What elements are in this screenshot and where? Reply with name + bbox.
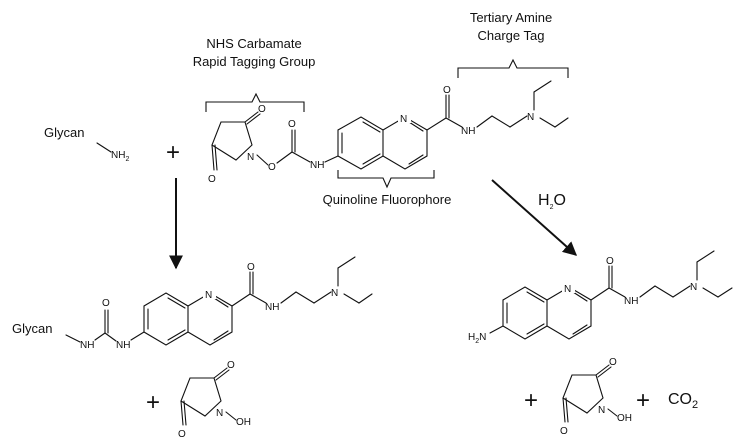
fluorophore-bracket: [337, 170, 435, 189]
svg-text:O: O: [102, 298, 110, 309]
water-label: H2O: [538, 192, 566, 211]
svg-text:NH: NH: [265, 302, 279, 313]
svg-text:N: N: [247, 152, 254, 163]
svg-text:NH: NH: [461, 126, 475, 137]
svg-text:Glycan: Glycan: [12, 321, 52, 336]
svg-text:OH: OH: [236, 417, 251, 428]
svg-text:O: O: [178, 429, 186, 439]
co2-label: CO2: [668, 391, 698, 411]
nhs-byproduct-right: O O N OH: [560, 357, 632, 437]
amine-label: NH2: [111, 150, 129, 163]
svg-text:N: N: [598, 405, 605, 416]
glycan-text: Glycan: [44, 125, 84, 140]
plus-sign-1: +: [166, 139, 180, 166]
svg-text:O: O: [288, 119, 296, 130]
svg-text:H2N: H2N: [468, 332, 486, 345]
tagged-glycan-product: Glycan NH O NH N O NH N: [12, 256, 373, 351]
svg-text:N: N: [216, 408, 223, 419]
plus-sign-2: +: [146, 389, 160, 416]
glycan-amine-reactant: Glycan NH2: [44, 125, 129, 163]
svg-text:N: N: [690, 282, 697, 293]
nhs-label-line1: NHS Carbamate: [206, 36, 301, 51]
nhs-byproduct-left: O O N OH: [178, 360, 251, 439]
charge-tag-label: Tertiary Amine Charge Tag: [457, 10, 569, 78]
nhs-bracket: [205, 92, 305, 112]
svg-text:O: O: [609, 357, 617, 368]
fluorophore-label-text: Quinoline Fluorophore: [323, 192, 452, 207]
svg-text:NH: NH: [310, 160, 324, 171]
svg-text:N: N: [564, 284, 571, 295]
svg-text:OH: OH: [617, 413, 632, 424]
svg-text:O: O: [560, 426, 568, 437]
plus-sign-3: +: [524, 387, 538, 414]
svg-text:N: N: [527, 112, 534, 123]
svg-text:O: O: [208, 174, 216, 185]
tag-bracket: [457, 58, 569, 78]
arrow-hydrolysis: [491, 179, 578, 256]
aqc-reagent: O O N O O NH N O NH N: [208, 80, 569, 185]
svg-text:O: O: [268, 162, 276, 173]
svg-text:O: O: [247, 262, 255, 273]
svg-text:NH: NH: [624, 296, 638, 307]
svg-text:O: O: [606, 256, 614, 267]
fluorophore-label: Quinoline Fluorophore: [323, 170, 452, 207]
svg-text:N: N: [205, 290, 212, 301]
svg-text:O: O: [443, 85, 451, 96]
svg-text:NH: NH: [116, 340, 130, 351]
nhs-carbamate-label: NHS Carbamate Rapid Tagging Group: [193, 36, 316, 112]
svg-text:N: N: [331, 288, 338, 299]
tag-label-line2: Charge Tag: [478, 28, 545, 43]
svg-text:O: O: [258, 104, 266, 115]
svg-text:O: O: [227, 360, 235, 371]
tag-label-line1: Tertiary Amine: [470, 10, 552, 25]
amq-product: H2N N O NH N: [468, 250, 733, 345]
nhs-label-line2: Rapid Tagging Group: [193, 54, 316, 69]
svg-text:NH: NH: [80, 340, 94, 351]
plus-sign-4: +: [636, 387, 650, 414]
svg-text:N: N: [400, 114, 407, 125]
